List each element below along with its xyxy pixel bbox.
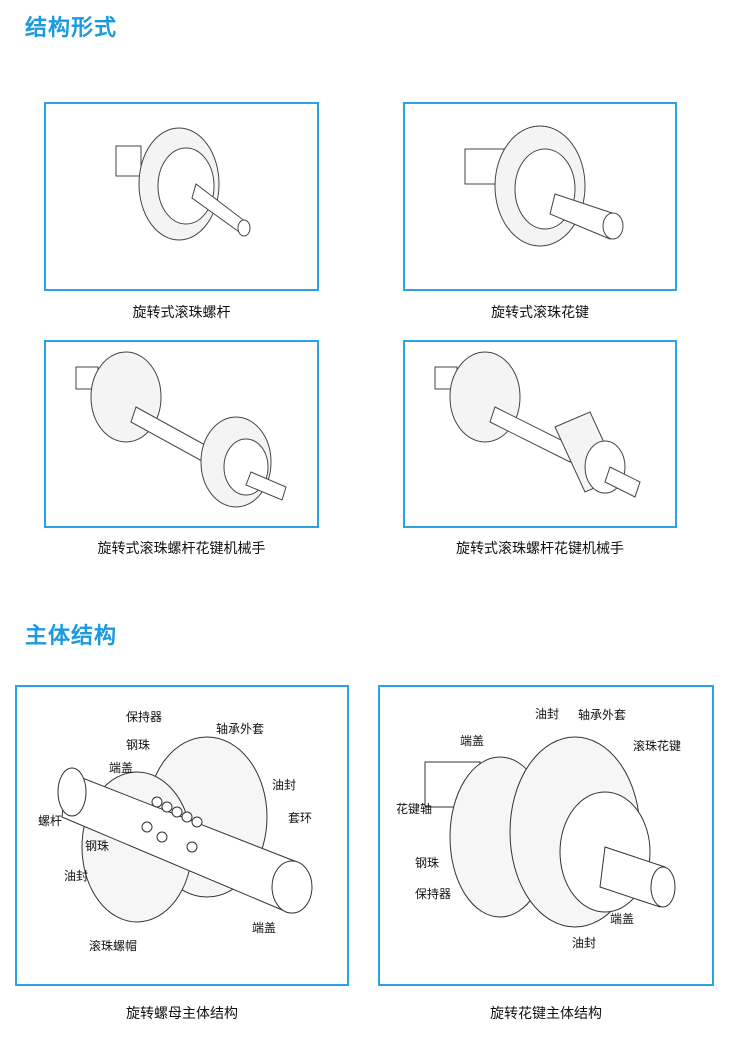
label-ball-spline: 滚珠花键 [633,739,682,753]
label-screw-shaft: 螺杆 [38,814,63,828]
label-end-cap: 端盖 [460,734,485,748]
label-bearing-outer: 轴承外套 [578,708,627,722]
label-oil-seal: 油封 [272,778,297,792]
product-image-ball-screw [44,102,319,291]
robot-2-drawing [434,351,641,498]
label-steel-ball: 钢珠 [415,856,440,870]
caption-rotary-nut: 旋转螺母主体结构 [126,1006,238,1022]
label-bearing-outer: 轴承外套 [216,722,265,736]
rotary-nut-cutaway-drawing [57,736,313,923]
product-image-robot-2 [403,340,677,528]
label-retainer: 保持器 [126,710,163,724]
caption-robot-2: 旋转式滚珠螺杆花键机械手 [456,541,624,557]
ball-spline-drawing [464,125,624,247]
label-spline-shaft: 花键轴 [396,802,433,816]
rotary-spline-cutaway-drawing [424,736,676,928]
product-image-ball-spline [403,102,677,291]
caption-rotary-spline: 旋转花键主体结构 [490,1006,602,1022]
label-end-cap: 端盖 [109,761,134,775]
label-collar: 套环 [288,811,313,825]
caption-robot-1: 旋转式滚珠螺杆花键机械手 [97,541,266,557]
label-steel-ball: 钢珠 [126,738,151,752]
label-end-cap-2: 端盖 [252,921,277,935]
label-steel-ball-2: 钢珠 [85,839,110,853]
label-oil-seal: 油封 [535,707,560,721]
caption-ball-spline: 旋转式滚珠花键 [491,305,589,321]
caption-ball-screw: 旋转式滚珠螺杆 [132,305,231,321]
section-title-structure-forms: 结构形式 [25,16,118,41]
section-title-main-structure: 主体结构 [25,624,118,649]
diagram-rotary-spline: 油封 轴承外套 端盖 滚珠花键 花键轴 钢珠 保持器 端盖 油封 [378,685,714,986]
robot-1-drawing [75,351,287,508]
label-oil-seal-2: 油封 [572,936,597,950]
product-image-robot-1 [44,340,319,528]
diagram-rotary-nut: 保持器 轴承外套 钢珠 端盖 油封 螺杆 套环 钢珠 油封 端盖 滚珠螺帽 [15,685,349,986]
label-retainer: 保持器 [415,887,452,901]
label-ball-nut: 滚珠螺帽 [89,939,138,953]
label-end-cap-2: 端盖 [610,912,635,926]
ball-screw-drawing [115,127,251,241]
label-oil-seal-2: 油封 [64,869,89,883]
